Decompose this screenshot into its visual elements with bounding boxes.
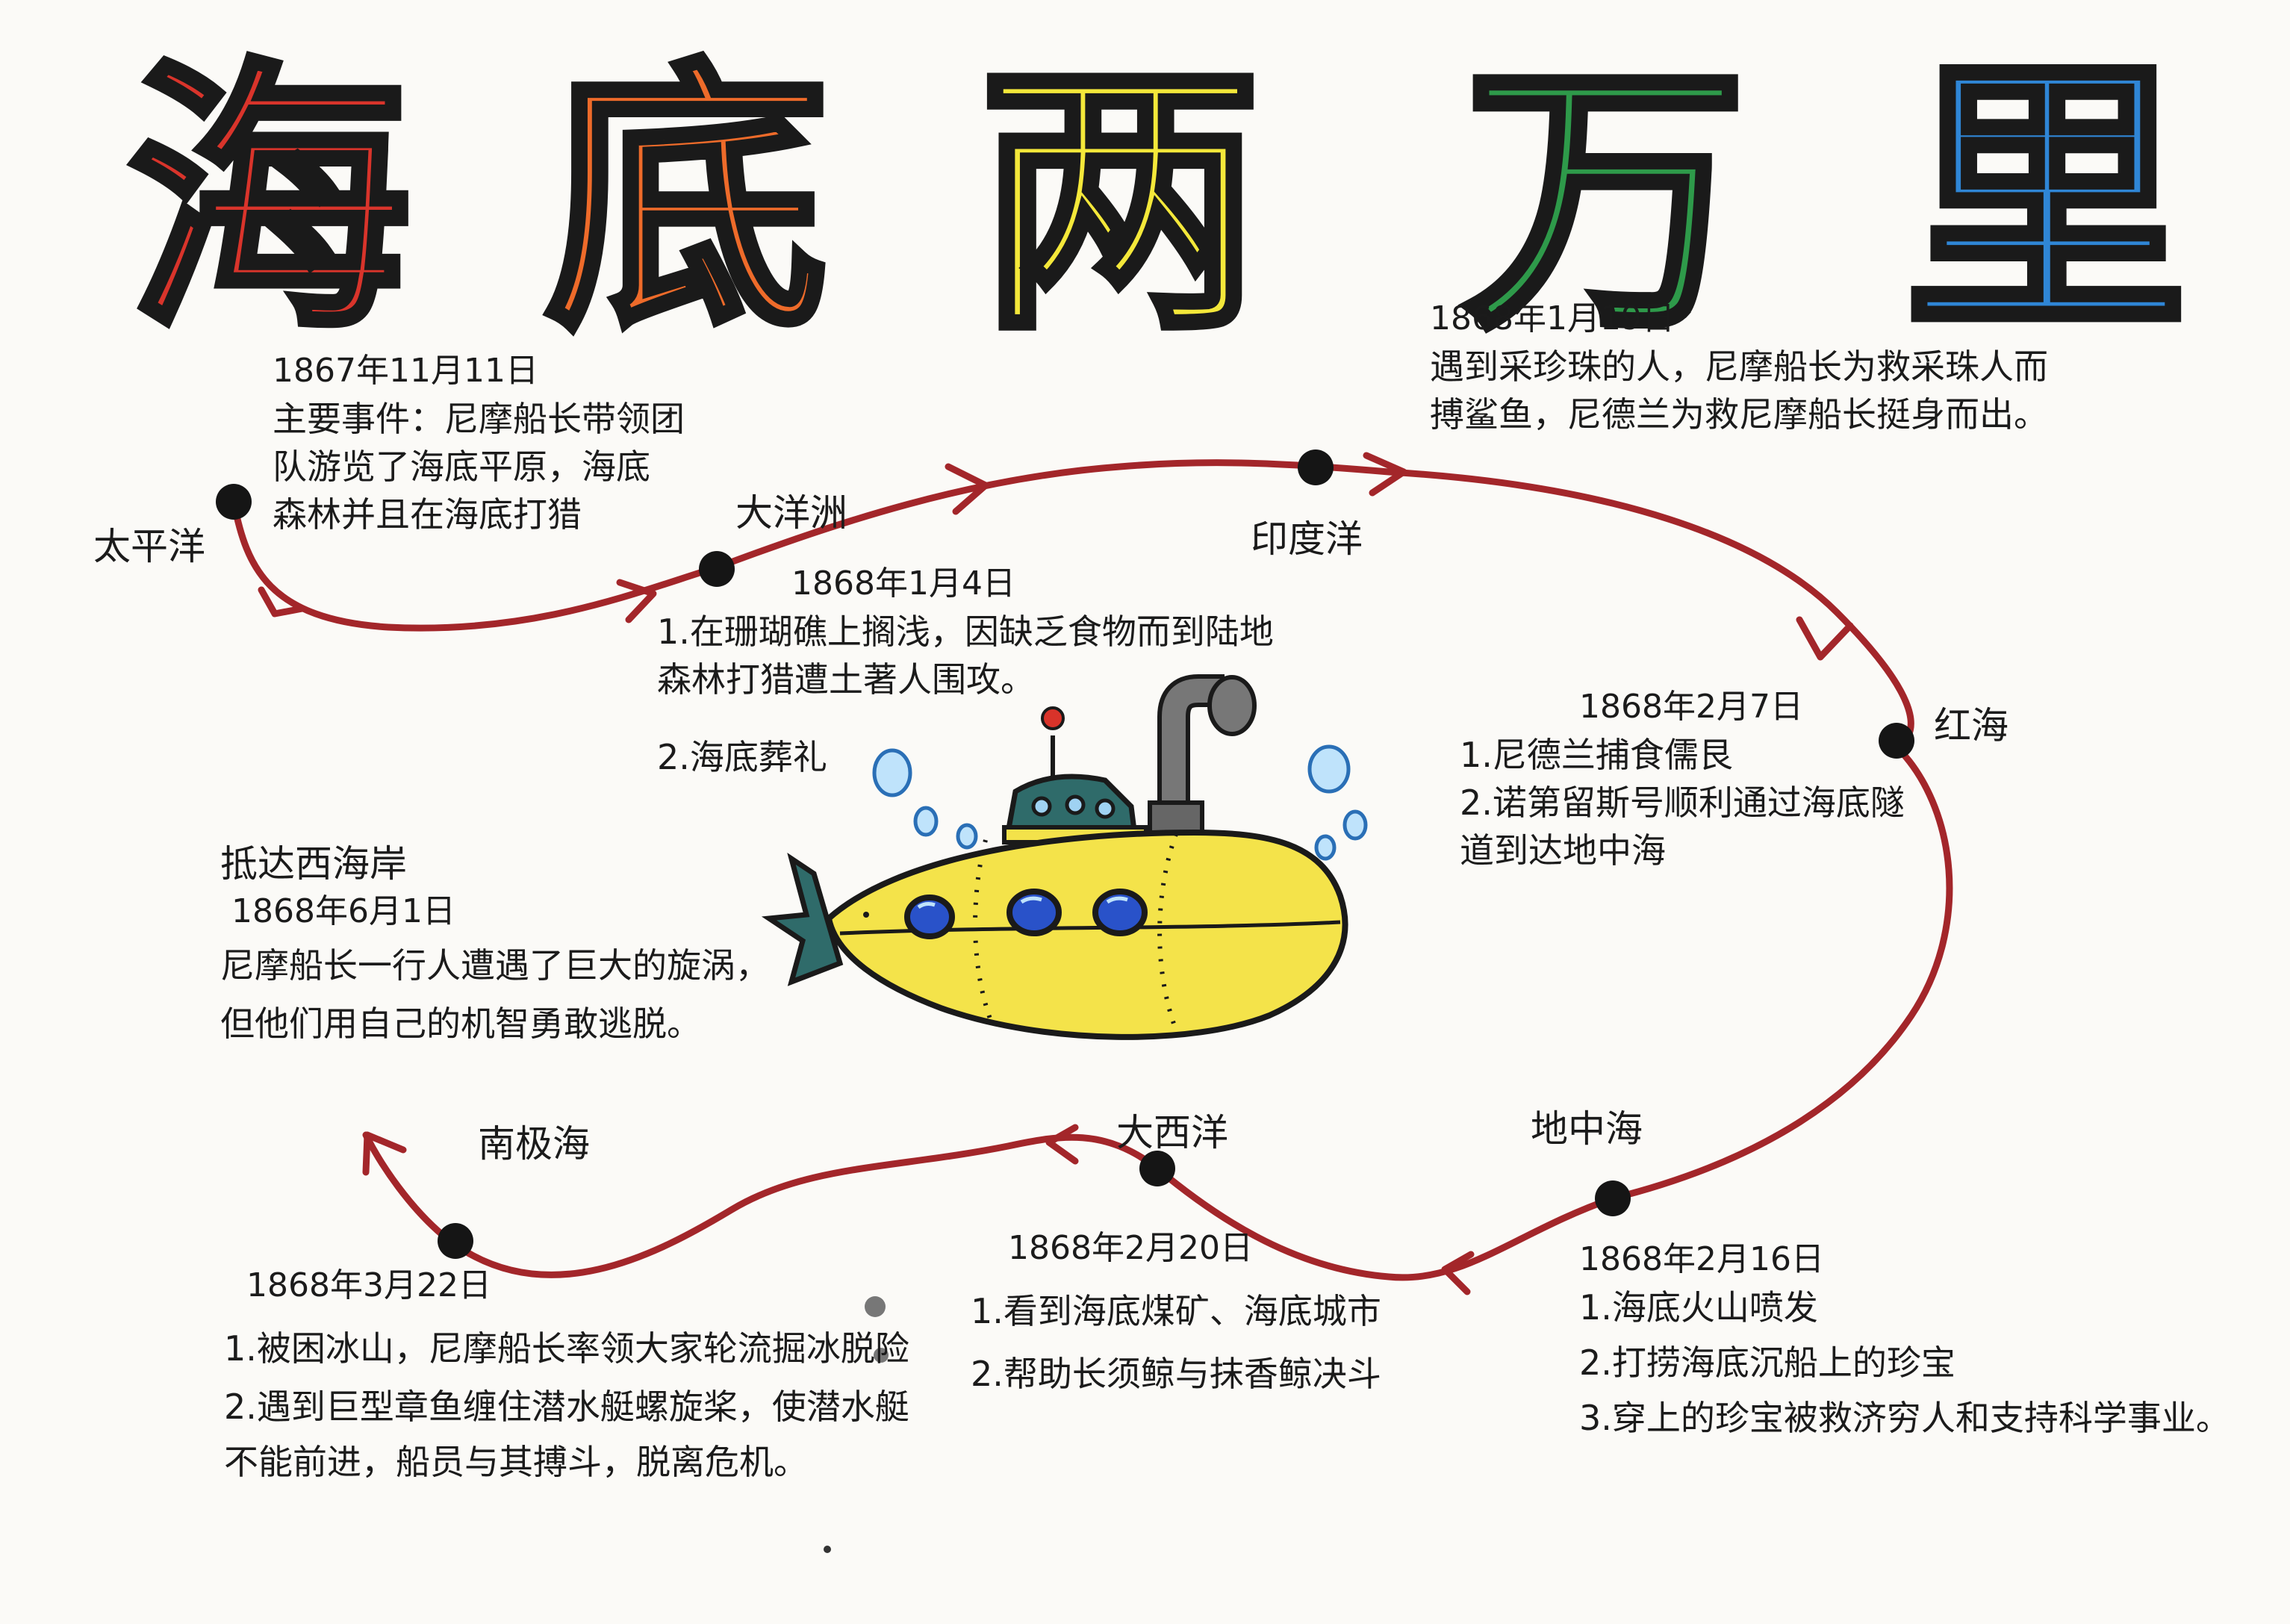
place-label-indian: 印度洋 — [1251, 517, 1363, 561]
event-line: 道到达地中海 — [1460, 830, 1666, 871]
submarine-illustration — [761, 674, 1368, 1041]
event-atlantic: 1868年2月20日 1.看到海底煤矿、海底城市 2.帮助长须鲸与抹香鲸决斗 — [971, 1225, 1381, 1398]
event-line: 1.看到海底煤矿、海底城市 — [971, 1291, 1381, 1331]
event-line: 尼摩船长一行人遭遇了巨大的旋涡， — [220, 945, 770, 986]
event-date: 1868年1月4日 — [791, 564, 1015, 603]
event-line: 1.尼德兰捕食儒艮 — [1460, 735, 1733, 775]
title-char-4: 万 — [1460, 36, 1751, 367]
title-char-2: 底 — [541, 36, 833, 367]
event-red-sea: 1868年2月7日 1.尼德兰捕食儒艮 2.诺第留斯号顺利通过海底隧 道到达地中… — [1460, 683, 1905, 874]
event-date: 1867年11月11日 — [273, 352, 538, 390]
title-char-3: 两 — [974, 36, 1266, 367]
arrowhead-8 — [362, 1131, 407, 1176]
event-indian: 1868年1月19日 遇到采珍珠的人，尼摩船长为救采珠人而 搏鲨鱼，尼德兰为救尼… — [1430, 295, 2048, 438]
antenna-light — [1041, 706, 1065, 730]
event-line: 2.诺第留斯号顺利通过海底隧 — [1460, 783, 1905, 823]
event-date: 1868年1月19日 — [1430, 299, 1675, 337]
route-stops — [216, 449, 1914, 1259]
submarine-hull — [825, 829, 1348, 1040]
periscope-lens — [1207, 675, 1257, 736]
event-oceania: 1868年1月4日 1.在珊瑚礁上搁浅，因缺乏食物而到陆地 森林打猎遭土著人围攻… — [657, 560, 1274, 781]
event-line: 1.被困冰山，尼摩船长率领大家轮流掘冰脱险 — [224, 1328, 909, 1369]
title-char-5: 里 — [1900, 36, 2191, 367]
event-line: 1.海底火山喷发 — [1579, 1287, 1818, 1328]
event-mediterranean: 1868年2月16日 1.海底火山喷发 2.打捞海底沉船上的珍宝 3.穿上的珍宝… — [1579, 1236, 2230, 1442]
bubble — [913, 806, 939, 837]
decor-dot — [865, 1296, 886, 1317]
stop-red-sea — [1879, 723, 1914, 759]
stop-atlantic — [1139, 1151, 1175, 1186]
decor-dot — [824, 1546, 831, 1553]
place-label-atlantic: 大西洋 — [1116, 1111, 1228, 1154]
event-line: 森林并且在海底打猎 — [273, 494, 582, 535]
place-label-pacific: 太平洋 — [93, 525, 205, 568]
event-place: 抵达西海岸 — [220, 842, 407, 886]
bubble — [956, 823, 978, 850]
event-date: 1868年2月7日 — [1579, 688, 1803, 726]
arrowhead-3 — [945, 463, 989, 515]
event-date: 1868年6月1日 — [231, 892, 455, 930]
event-line: 森林打猎遭土著人围攻。 — [657, 659, 1035, 700]
bubble — [1342, 809, 1368, 841]
place-label-oceania: 大洋洲 — [735, 491, 847, 535]
event-line: 3.穿上的珍宝被救济穷人和支持科学事业。 — [1579, 1398, 2230, 1438]
bubbles — [872, 744, 1368, 861]
event-line: 但他们用自己的机智勇敢逃脱。 — [220, 1004, 701, 1044]
decor-dot — [874, 1348, 889, 1363]
event-date: 1868年3月22日 — [246, 1266, 491, 1304]
stop-mediterranean — [1595, 1180, 1631, 1216]
event-date: 1868年2月16日 — [1579, 1240, 1824, 1278]
arrowhead-6 — [1441, 1251, 1475, 1295]
stop-indian — [1298, 449, 1334, 485]
place-label-red-sea: 红海 — [1934, 704, 2009, 747]
bubble — [1307, 744, 1351, 794]
event-line: 2.遇到巨型章鱼缠住潜水艇螺旋桨，使潜水艇 — [224, 1387, 909, 1427]
event-line: 搏鲨鱼，尼德兰为救尼摩船长挺身而出。 — [1430, 394, 2048, 435]
arrowhead-2 — [616, 579, 657, 623]
place-label-antarctic: 南极海 — [478, 1122, 590, 1166]
event-date: 1868年2月20日 — [1008, 1229, 1253, 1267]
event-line: 主要事件：尼摩船长带领团 — [273, 399, 685, 439]
event-west-coast: 抵达西海岸 1868年6月1日 尼摩船长一行人遭遇了巨大的旋涡， 但他们用自己的… — [220, 840, 770, 1048]
event-antarctic: 1868年3月22日 1.被困冰山，尼摩船长率领大家轮流掘冰脱险 2.遇到巨型章… — [224, 1262, 909, 1486]
event-pacific: 1867年11月11日 主要事件：尼摩船长带领团 队游览了海底平原，海底 森林并… — [273, 347, 685, 538]
place-label-mediterranean: 地中海 — [1531, 1107, 1643, 1151]
arrowhead-5 — [1796, 616, 1854, 661]
event-line: 队游览了海底平原，海底 — [273, 447, 650, 487]
event-line: 2.海底葬礼 — [657, 737, 827, 777]
journey-route — [230, 459, 1953, 1281]
stop-oceania — [699, 551, 735, 587]
event-line: 1.在珊瑚礁上搁浅，因缺乏食物而到陆地 — [657, 612, 1274, 652]
event-line: 不能前进，船员与其搏斗，脱离危机。 — [224, 1442, 808, 1482]
arrowhead-7 — [1045, 1124, 1079, 1165]
arrowhead-1 — [258, 586, 306, 617]
tail-fin — [761, 852, 844, 986]
event-line: 遇到采珍珠的人，尼摩船长为救采珠人而 — [1430, 346, 2048, 387]
bubble — [1314, 834, 1337, 861]
event-line: 2.帮助长须鲸与抹香鲸决斗 — [971, 1354, 1381, 1394]
route-arrowheads — [258, 452, 1854, 1295]
stop-pacific — [216, 484, 252, 520]
stop-antarctic — [438, 1223, 473, 1259]
arrowhead-4 — [1363, 452, 1407, 497]
event-line: 2.打捞海底沉船上的珍宝 — [1579, 1343, 1955, 1383]
bubble — [872, 748, 912, 797]
title-char-1: 海 — [123, 36, 414, 367]
